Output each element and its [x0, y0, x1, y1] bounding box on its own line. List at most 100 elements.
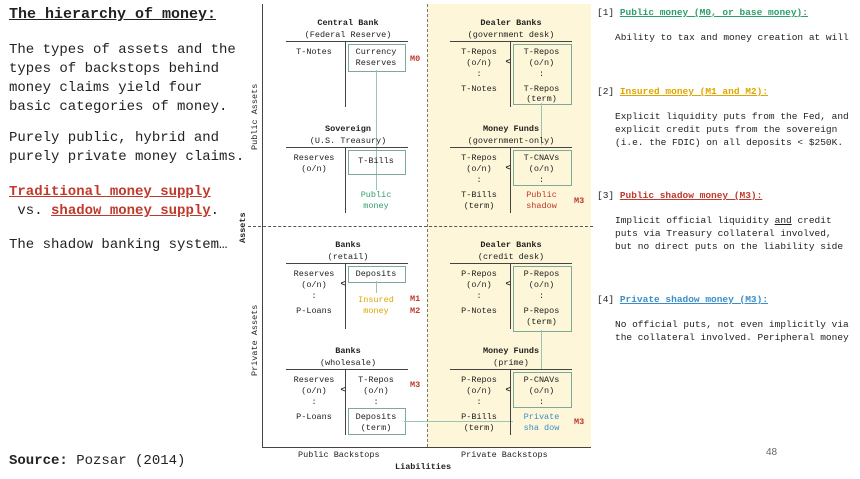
bw-connector — [404, 421, 513, 422]
note-3-body-b: credit puts via Treasury collateral invo… — [615, 215, 844, 252]
mp-l3: : — [476, 397, 482, 407]
mp-box — [513, 372, 572, 408]
mmf-gov-title: Money Funds — [482, 124, 540, 134]
money-supply-line: Traditional money supply vs. shadow mone… — [9, 183, 257, 221]
t-account-top — [286, 369, 408, 370]
t-account-stem — [510, 41, 511, 107]
note-3-label: Public shadow money (M3): — [619, 190, 763, 201]
public-backstops-label: Public Backstops — [298, 450, 380, 460]
sov-l2: (o/n) — [301, 164, 327, 174]
dg-box — [513, 44, 572, 105]
dc-box — [513, 266, 572, 332]
source-label: Source: — [9, 453, 68, 469]
sovereign-title: Sovereign — [325, 124, 371, 134]
bw-r1: T-Repos — [358, 375, 394, 385]
vertical-axis — [262, 4, 263, 447]
br-title: Banks — [335, 240, 361, 250]
cb-connector — [376, 70, 377, 190]
dealer-gov-title: Dealer Banks — [480, 18, 542, 28]
t-account-stem — [510, 369, 511, 435]
br-box — [348, 266, 406, 283]
central-bank-title: Central Bank — [317, 18, 379, 28]
br-r1: Deposits — [355, 269, 397, 279]
mp-title: Money Funds — [482, 346, 540, 356]
liabilities-label: Liabilities — [395, 462, 452, 472]
mp-l5: (term) — [463, 423, 495, 433]
bw-r4: Deposits — [355, 412, 397, 422]
note-3-body: Implicit official liquidity and credit p… — [615, 214, 860, 253]
note-3-heading: [3] Public shadow money (M3): — [597, 190, 762, 201]
assets-label: Assets — [238, 212, 248, 243]
t-account-stem — [510, 263, 511, 329]
bw-sub: (wholesale) — [319, 358, 377, 368]
mp-r3: : — [538, 397, 545, 407]
t-account-top — [450, 41, 572, 42]
br-l3: : — [311, 291, 317, 301]
private-assets-label: Private Assets — [250, 304, 260, 376]
mp-sub: (prime) — [493, 358, 529, 368]
sov-box — [348, 150, 406, 175]
public-assets-label: Public Assets — [250, 83, 260, 150]
mg-l3: : — [476, 175, 482, 185]
mg-r2: (o/n) — [528, 164, 555, 174]
note-2-heading: [2] Insured money (M1 and M2): — [597, 86, 768, 97]
m3-tag-gov: M3 — [574, 196, 585, 206]
dg-l4: T-Notes — [461, 84, 497, 94]
mg-r5: shadow — [526, 201, 557, 211]
mp-r1: P-CNAVs — [523, 375, 560, 385]
dg-r5: (term) — [526, 94, 557, 104]
bw-r2: (o/n) — [363, 386, 389, 396]
dc-arrow: < — [505, 279, 511, 289]
dealer-gov-sub: (government desk) — [467, 30, 555, 40]
m3-tag-prime: M3 — [574, 417, 585, 427]
t-account-top — [286, 41, 408, 42]
mg-r4: Public — [526, 190, 557, 200]
bw-r5: (term) — [360, 423, 392, 433]
sov-r2: Public — [360, 190, 392, 200]
br-l4: P-Loans — [296, 306, 332, 316]
dg-r2: (o/n) — [528, 58, 555, 68]
dc-r3: : — [538, 291, 545, 301]
mp-l2: (o/n) — [466, 386, 492, 396]
br-l2: (o/n) — [301, 280, 327, 290]
sov-l1: Reserves — [293, 153, 335, 163]
dg-r1: T-Repos — [523, 47, 560, 57]
dc-title: Dealer Banks — [480, 240, 542, 250]
dc-r4: P-Repos — [523, 306, 560, 316]
dc-l1: P-Repos — [461, 269, 497, 279]
dg-l1: T-Repos — [461, 47, 497, 57]
bw-title: Banks — [335, 346, 361, 356]
note-1-num: [1] — [597, 7, 615, 18]
dg-r4: T-Repos — [523, 84, 560, 94]
br-r2: Insured — [358, 295, 394, 305]
shadow-banking-paragraph: The shadow banking system… — [9, 237, 228, 253]
intro-paragraph: The types of assets and the types of bac… — [9, 42, 236, 115]
mg-box — [513, 150, 572, 186]
cb-left: T-Notes — [296, 47, 332, 57]
traditional-money-supply: Traditional money supply — [9, 184, 211, 200]
horizontal-axis — [262, 447, 591, 448]
vs-text: vs. — [17, 203, 43, 219]
t-account-stem — [345, 147, 346, 213]
central-bank-sub: (Federal Reserve) — [304, 30, 392, 40]
note-1-body: Ability to tax and money creation at wil… — [615, 32, 849, 43]
mg-l4: T-Bills — [461, 190, 497, 200]
sovereign-sub: (U.S. Treasury) — [309, 136, 387, 146]
note-2-body: Explicit liquidity puts from the Fed, an… — [615, 111, 849, 148]
source-citation: Source: Pozsar (2014) — [9, 453, 185, 469]
private-backstops-shading — [427, 4, 591, 447]
note-4-num: [4] — [597, 294, 615, 305]
note-1-heading: [1] Public money (M0, or base money): — [597, 7, 808, 18]
mg-r3: : — [538, 175, 545, 185]
backstop-divider — [427, 4, 428, 447]
note-3-num: [3] — [597, 190, 615, 201]
t-account-top — [450, 147, 572, 148]
cb-right2: Reserves — [355, 58, 397, 68]
t-account-top — [286, 147, 408, 148]
bw-l4: P-Loans — [296, 412, 332, 422]
br-arrow: < — [340, 279, 346, 289]
note-3-body-and: and — [774, 215, 792, 226]
dc-l2: (o/n) — [466, 280, 492, 290]
t-account-stem — [345, 369, 346, 435]
dc-sub: (credit desk) — [477, 252, 545, 262]
